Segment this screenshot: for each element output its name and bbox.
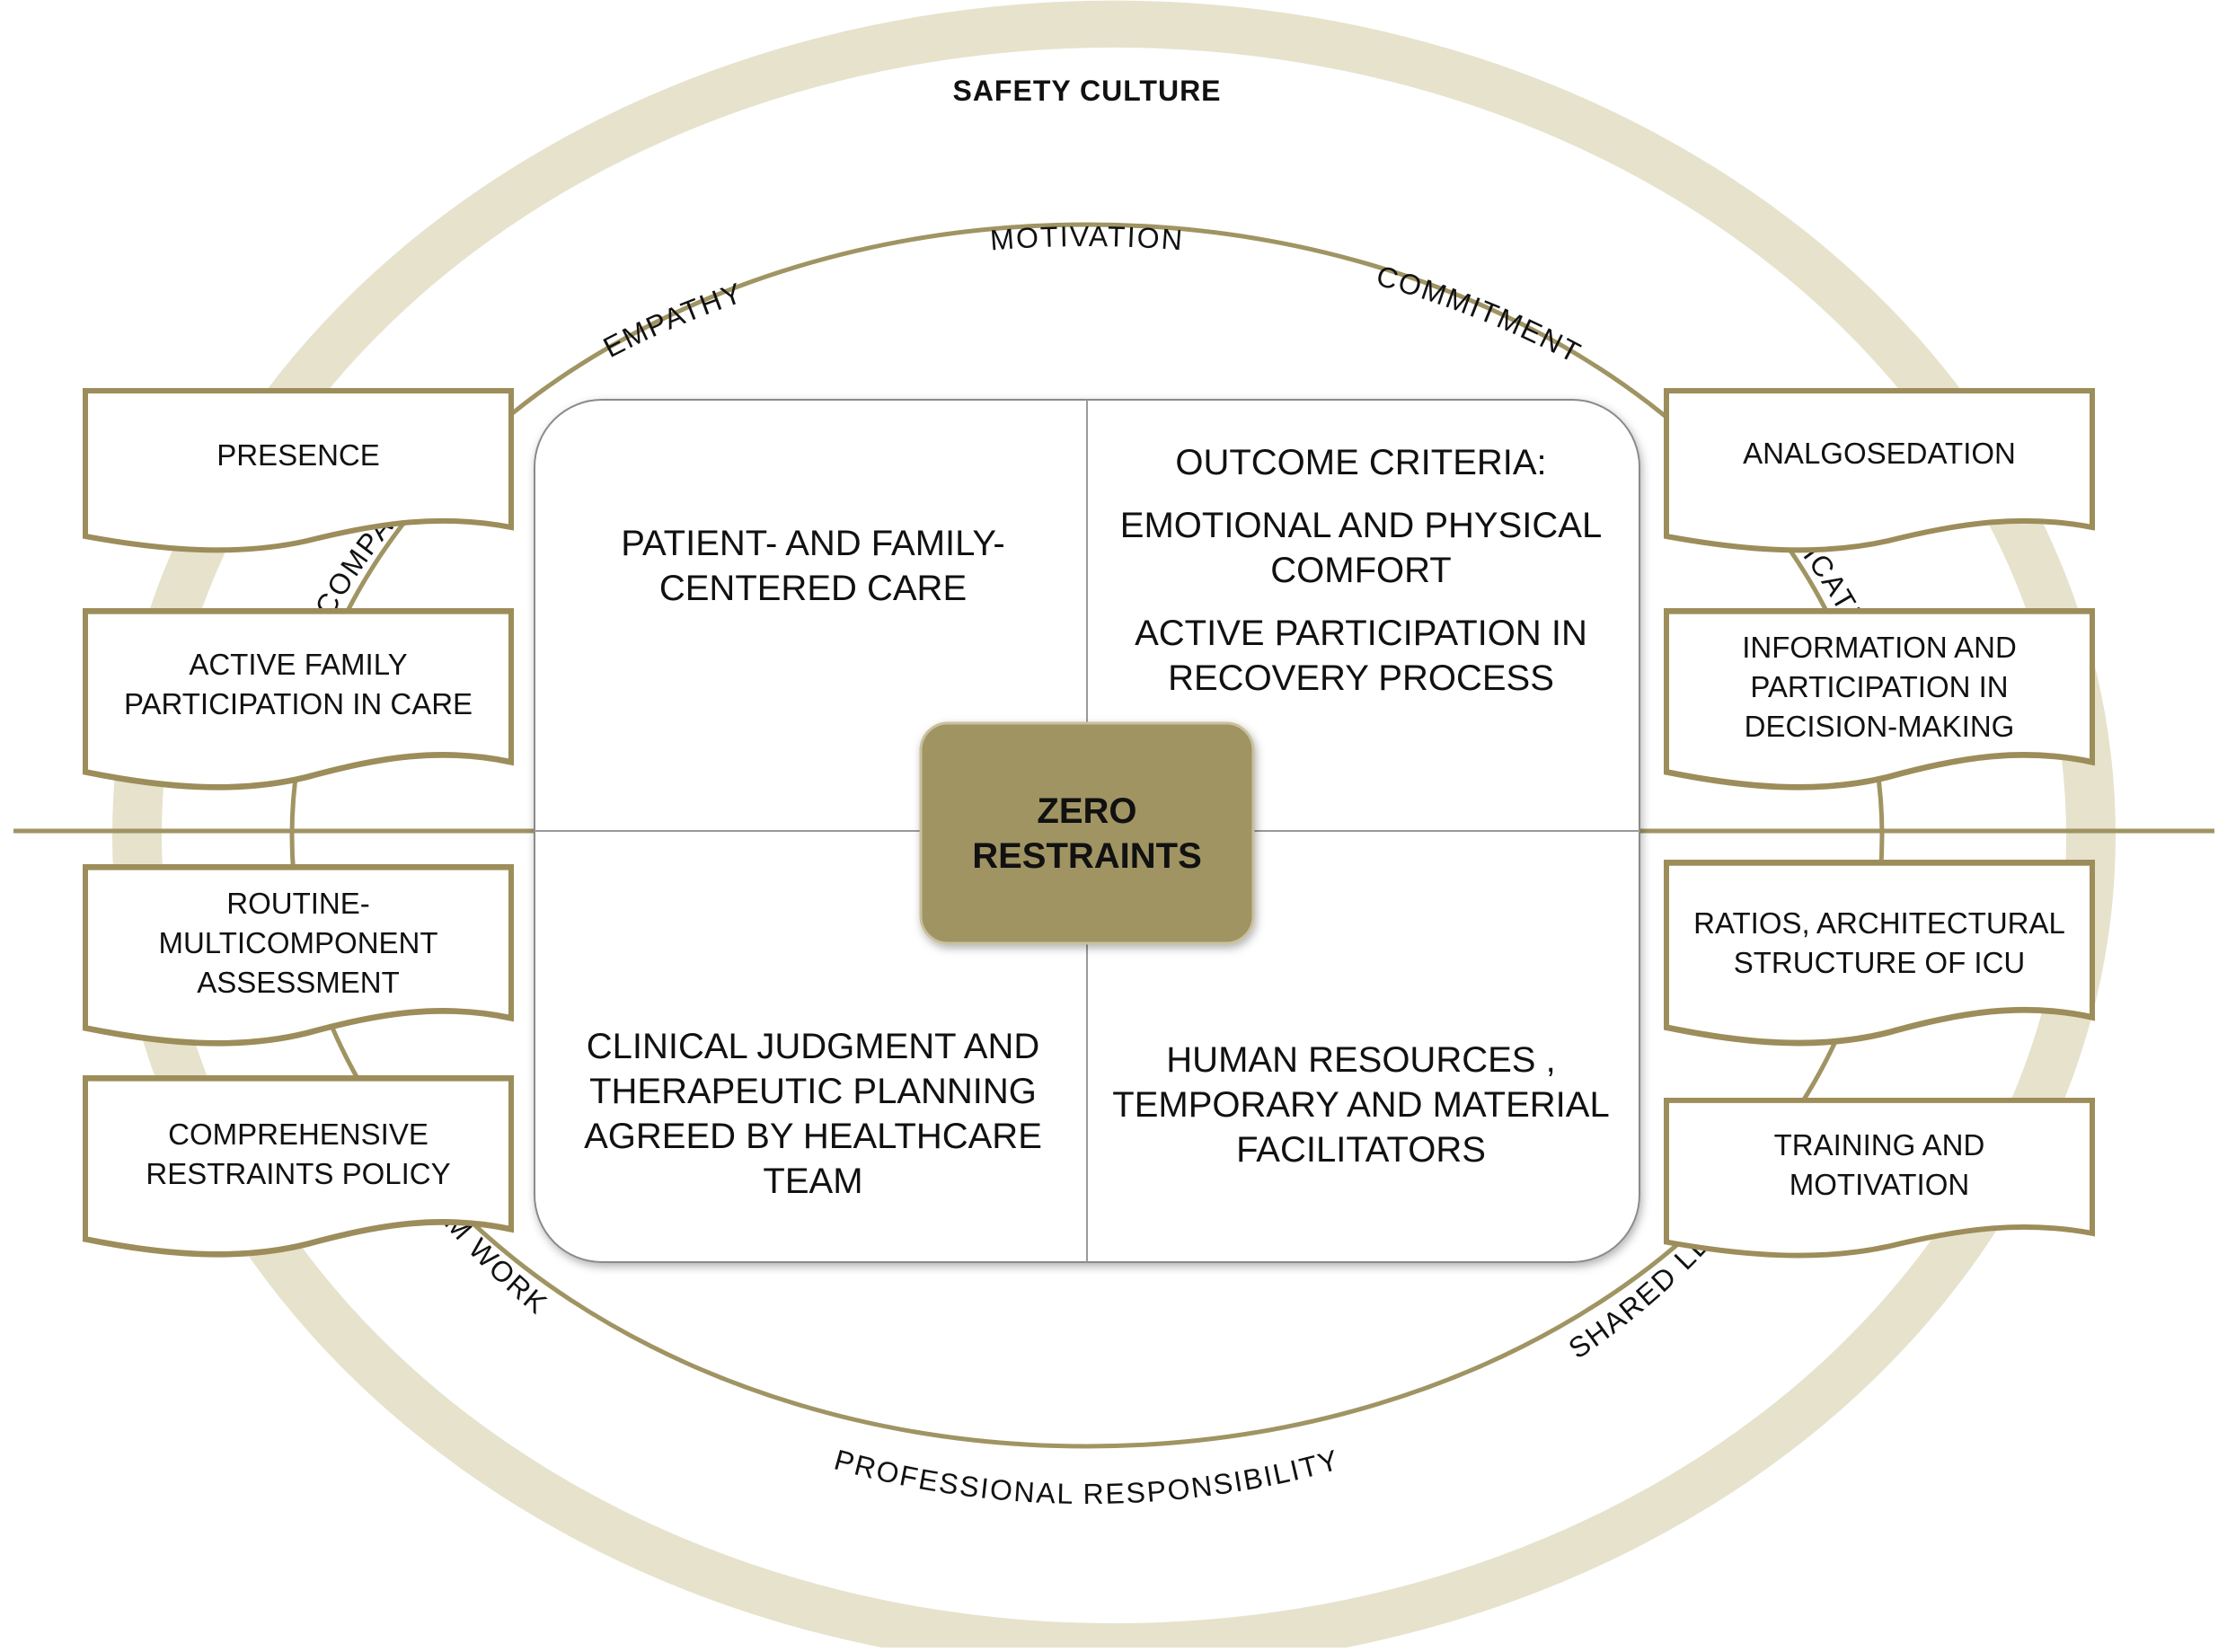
outcome-criteria-comfort: EMOTIONAL AND PHYSICAL COMFORT [1119, 506, 1603, 590]
right-box-training: TRAINING AND MOTIVATION [1664, 1098, 2095, 1264]
right-box-analgosedation-label: ANALGOSEDATION [1743, 436, 2016, 470]
right-box-training-label: TRAINING AND MOTIVATION [1773, 1128, 1985, 1201]
svg-text:COMMITMENT: COMMITMENT [1373, 259, 1586, 369]
banner-shape [83, 388, 514, 553]
quadrant-bottom-right: HUMAN RESOURCES , TEMPORARY AND MATERIAL… [1091, 970, 1630, 1240]
right-box-information-label: INFORMATION AND PARTICIPATION IN DECISIO… [1742, 630, 2017, 743]
value-motivation: MOTIVATION [989, 220, 1183, 257]
left-box-active-family: ACTIVE FAMILY PARTICIPATION IN CARE [83, 608, 514, 797]
left-box-presence-label: PRESENCE [217, 438, 380, 472]
quadrant-bottom-right-text: HUMAN RESOURCES , TEMPORARY AND MATERIAL… [1112, 1040, 1610, 1170]
banner-shape [1664, 860, 2095, 1047]
right-box-analgosedation: ANALGOSEDATION [1664, 388, 2095, 559]
quadrant-bottom-left: CLINICAL JUDGMENT AND THERAPEUTIC PLANNI… [543, 979, 1083, 1249]
quadrant-top-left: PATIENT- AND FAMILY- CENTERED CARE [543, 413, 1083, 719]
safety-culture-title: SAFETY CULTURE [952, 75, 1221, 107]
zero-restraints-label: ZERO RESTRAINTS [972, 791, 1202, 876]
right-box-ratios: RATIOS, ARCHITECTURAL STRUCTURE OF ICU [1664, 860, 2095, 1053]
left-box-presence: PRESENCE [83, 388, 514, 559]
banner-shape [83, 1075, 514, 1258]
svg-text:PROFESSIONAL RESPONSIBILITY: PROFESSIONAL RESPONSIBILITY [831, 1444, 1343, 1511]
quadrant-bottom-left-text: CLINICAL JUDGMENT AND THERAPEUTIC PLANNI… [584, 1027, 1042, 1201]
values-ring [289, 222, 1885, 1449]
banner-shape [1664, 1098, 2095, 1259]
outcome-criteria-participation: ACTIVE PARTICIPATION IN RECOVERY PROCESS [1135, 614, 1587, 698]
left-box-restraints-policy-label: COMPREHENSIVE RESTRAINTS POLICY [146, 1117, 451, 1190]
left-box-restraints-policy: COMPREHENSIVE RESTRAINTS POLICY [83, 1075, 514, 1264]
outcome-criteria-heading: OUTCOME CRITERIA: [1175, 443, 1547, 482]
banner-shape [83, 864, 514, 1047]
left-box-active-family-label: ACTIVE FAMILY PARTICIPATION IN CARE [123, 648, 473, 720]
banner-shape [1664, 608, 2095, 791]
value-professional-responsibility: PROFESSIONAL RESPONSIBILITY [831, 1444, 1341, 1511]
zero-restraints-box [919, 721, 1255, 945]
banner-shape [83, 608, 514, 791]
right-box-ratios-label: RATIOS, ARCHITECTURAL STRUCTURE OF ICU [1693, 906, 2065, 979]
svg-text:EMPATHY: EMPATHY [598, 276, 747, 364]
quadrant-top-right: OUTCOME CRITERIA: EMOTIONAL AND PHYSICAL… [1091, 422, 1630, 719]
left-box-routine-assessment-label: ROUTINE- MULTICOMPONENT ASSESSMENT [158, 886, 438, 999]
quadrant-top-left-text: PATIENT- AND FAMILY- CENTERED CARE [621, 524, 1005, 608]
value-commitment: COMMITMENT [1373, 259, 1585, 369]
banner-shape [1664, 388, 2095, 553]
value-empathy: EMPATHY [598, 276, 746, 364]
left-box-routine-assessment: ROUTINE- MULTICOMPONENT ASSESSMENT [83, 864, 514, 1053]
right-box-information: INFORMATION AND PARTICIPATION IN DECISIO… [1664, 608, 2095, 797]
svg-text:MOTIVATION: MOTIVATION [989, 220, 1185, 257]
